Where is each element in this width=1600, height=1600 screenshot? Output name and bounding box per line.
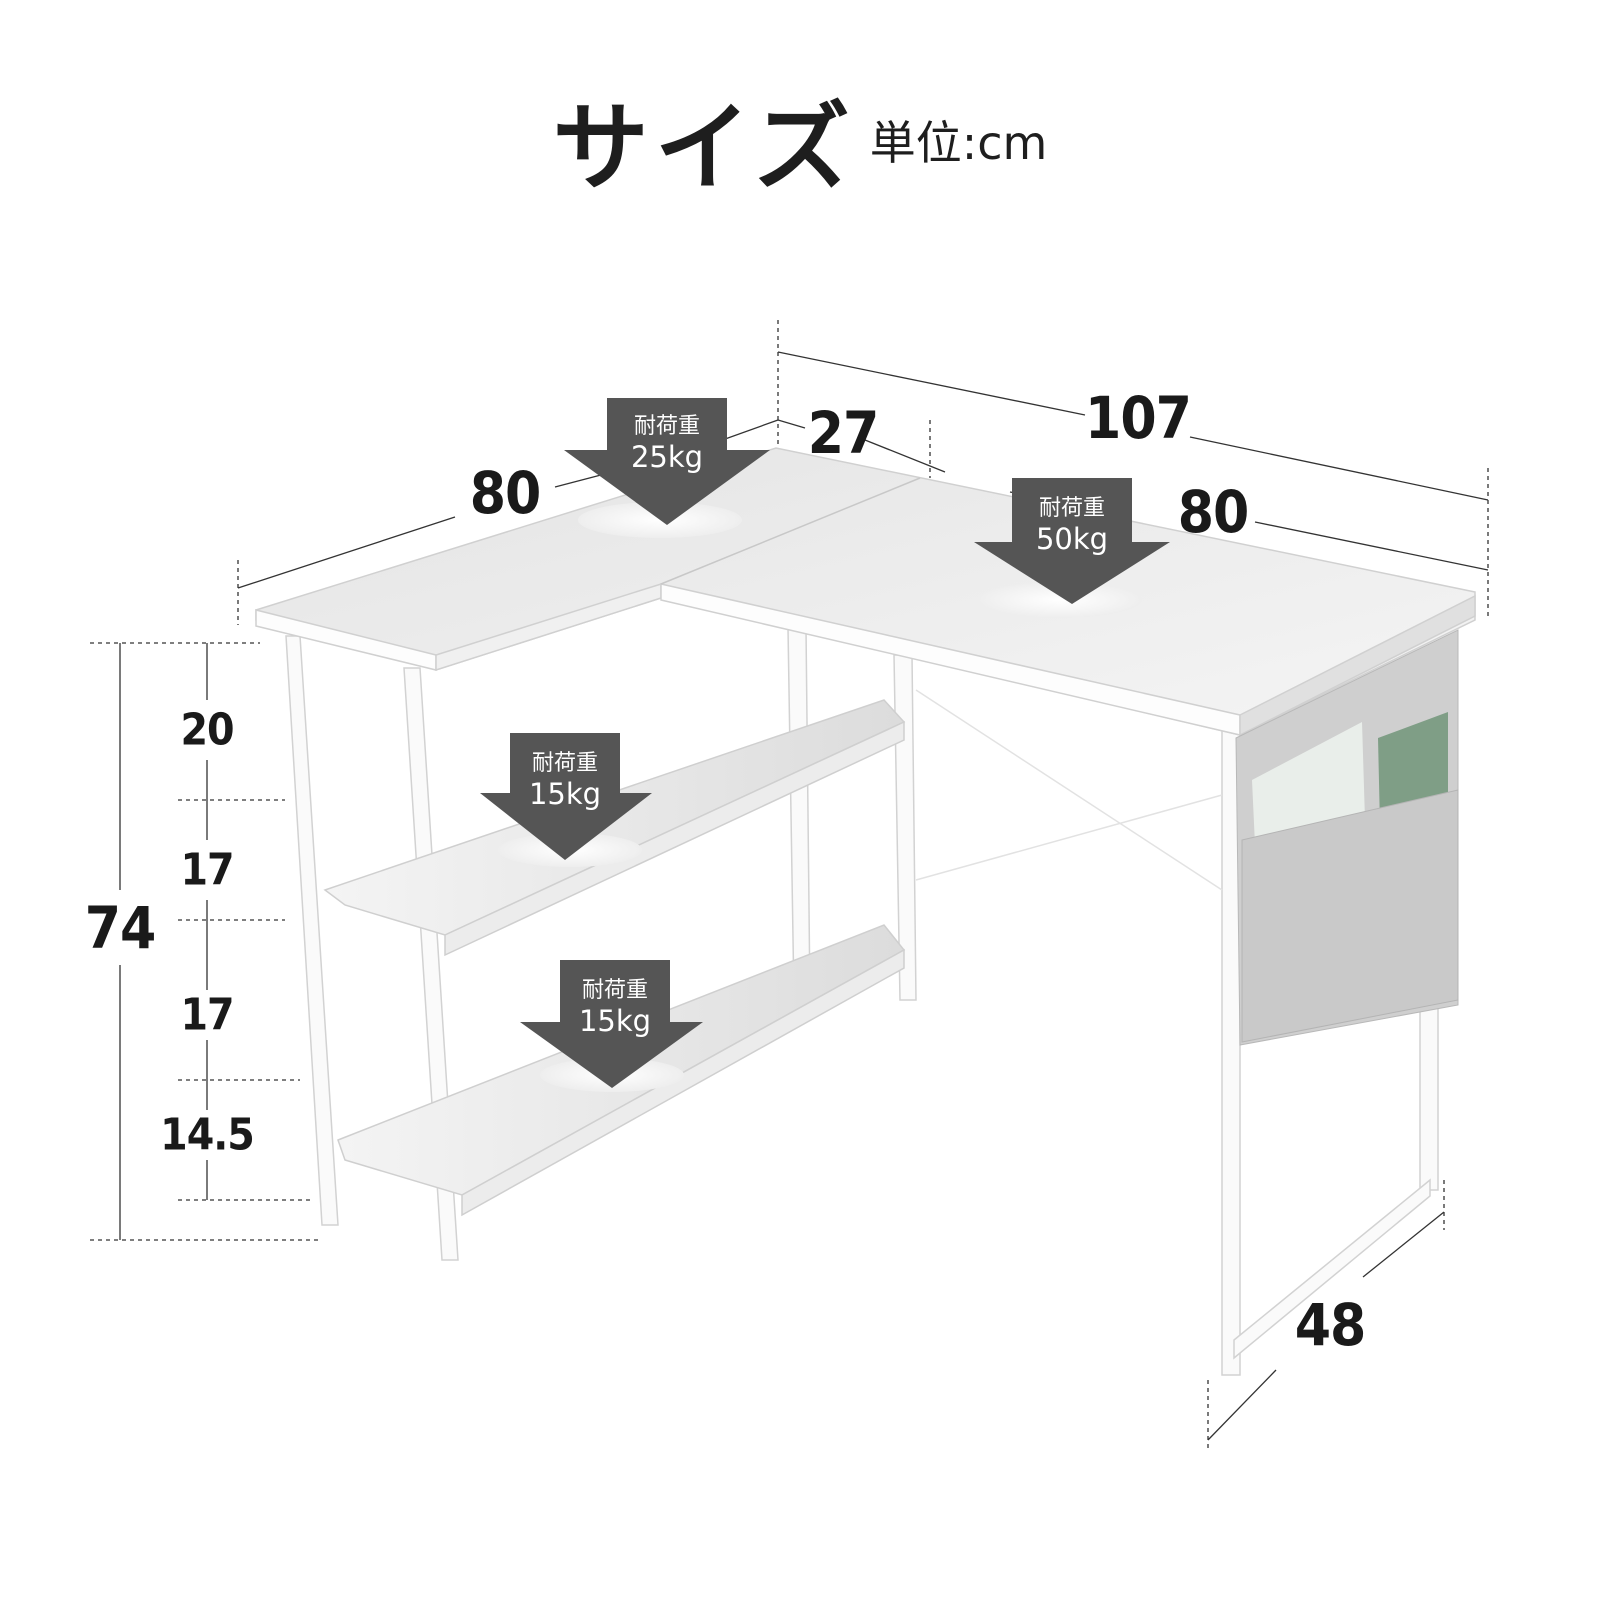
load-spots bbox=[498, 502, 1142, 1092]
dimension-depth: 48 bbox=[1294, 1291, 1367, 1359]
load-label-right-top: 耐荷重 50kg bbox=[997, 480, 1147, 620]
desk-top bbox=[255, 447, 1476, 737]
storage-pocket bbox=[1235, 629, 1459, 1046]
dimension-shelf-gap-middle: 17 bbox=[180, 844, 234, 896]
load-heading: 耐荷重 bbox=[633, 414, 700, 439]
page-title: サイズ bbox=[552, 92, 856, 204]
load-value: 15kg bbox=[528, 777, 602, 811]
dimension-left-top-length: 80 bbox=[469, 459, 542, 527]
load-arrows bbox=[480, 398, 1170, 1088]
load-label-upper-shelf: 耐荷重 15kg bbox=[490, 735, 640, 875]
load-value: 50kg bbox=[1035, 522, 1109, 556]
load-label-lower-shelf: 耐荷重 15kg bbox=[540, 962, 690, 1102]
load-label-left-top: 耐荷重 25kg bbox=[592, 398, 742, 538]
unit-label: 単位:cm bbox=[869, 115, 1048, 170]
dimension-overall-width: 107 bbox=[1085, 384, 1192, 452]
dimension-shelf-gap-bottom: 14.5 bbox=[160, 1109, 255, 1161]
load-heading: 耐荷重 bbox=[531, 751, 598, 776]
load-value: 15kg bbox=[578, 1004, 652, 1038]
dimension-total-height: 74 bbox=[84, 894, 157, 962]
dimension-corner-depth: 27 bbox=[807, 399, 880, 467]
load-heading: 耐荷重 bbox=[1038, 496, 1105, 521]
load-value: 25kg bbox=[630, 440, 704, 474]
load-heading: 耐荷重 bbox=[581, 978, 648, 1003]
dimension-right-top-length: 80 bbox=[1177, 478, 1250, 546]
dimension-shelf-gap-top: 20 bbox=[180, 704, 234, 756]
page-header: サイズ単位:cm bbox=[0, 70, 1600, 209]
dimension-shelf-gap-lower: 17 bbox=[180, 989, 234, 1041]
